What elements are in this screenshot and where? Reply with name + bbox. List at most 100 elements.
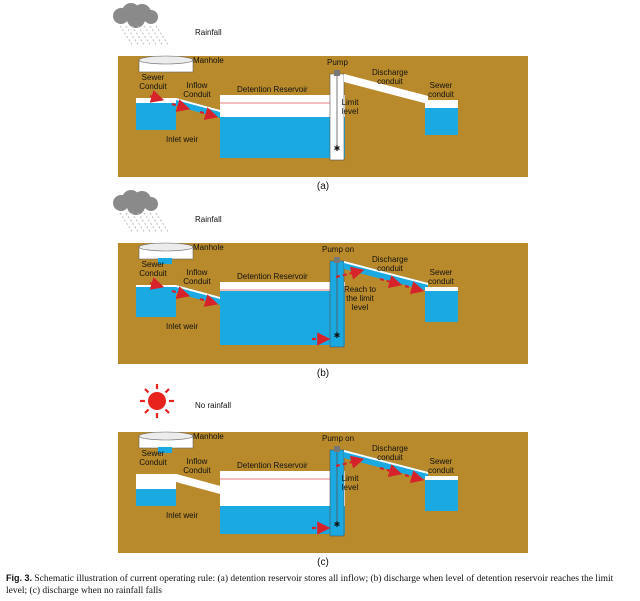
sun-ray (144, 388, 150, 394)
discharge-conduit-top (344, 450, 428, 474)
flow-arrow (171, 99, 191, 112)
manhole-label: Manhole (193, 56, 224, 65)
pump-label-line: Pump (327, 58, 348, 67)
detention-reservoir-label-line: Detention Reservoir (237, 85, 308, 94)
inflow-conduit-top (176, 474, 220, 488)
panel-sublabel-line: (c) (317, 557, 329, 568)
pump-head (334, 446, 340, 452)
left-sewer-label-line: Conduit (139, 269, 167, 278)
pump-head (334, 70, 340, 76)
reservoir-water (220, 117, 345, 158)
inlet-weir-label: Inlet weir (166, 511, 198, 520)
caption-text: Schematic illustration of current operat… (6, 574, 614, 596)
level-note-line: Limit (342, 98, 360, 107)
cloud-puff (144, 10, 158, 24)
right-sewer-label-line: Sewer (430, 457, 453, 466)
inlet-weir-label: Inlet weir (166, 322, 198, 331)
weather-label: Rainfall (195, 215, 222, 224)
discharge-conduit-label-line: conduit (377, 453, 404, 462)
pump-label: Pump on (322, 245, 354, 254)
rain-streak (137, 25, 152, 47)
flow-arrow (171, 286, 191, 299)
pump-label: Pump on (322, 434, 354, 443)
rain-streak (137, 212, 152, 234)
flow-arrow (379, 275, 403, 289)
discharge-conduit-label-line: conduit (377, 77, 404, 86)
rain-streak (143, 212, 158, 234)
inflow-conduit-label-line: Conduit (183, 277, 211, 286)
left-sewer-label-line: Sewer (142, 449, 165, 458)
inlet-weir-label-line: Inlet weir (166, 322, 198, 331)
reservoir-water (220, 506, 345, 534)
rain-streak (149, 25, 164, 47)
weather-label: Rainfall (195, 28, 222, 37)
discharge-conduit-top (344, 261, 428, 285)
right-sewer-water (425, 108, 458, 135)
left-sewer-water (136, 287, 176, 317)
manhole-label: Manhole (193, 243, 224, 252)
manhole-label-line: Manhole (193, 432, 224, 441)
discharge-conduit-top (344, 74, 428, 98)
rain-streak (125, 212, 140, 234)
right-sewer-label-line: Sewer (430, 268, 453, 277)
pump-impeller-icon: ✱ (334, 144, 341, 153)
rain-streak (149, 212, 164, 234)
right-sewer-label-line: conduit (428, 466, 455, 475)
flow-arrow (404, 470, 425, 484)
level-note-line: Reach to (344, 285, 377, 294)
manhole-water (158, 258, 172, 264)
left-sewer-water (136, 103, 176, 130)
left-sewer-label-line: Conduit (139, 458, 167, 467)
panel-sublabel-line: (b) (317, 368, 329, 379)
inflow-conduit-label-line: Inflow (187, 81, 208, 90)
flow-arrow (199, 294, 219, 307)
panel-sublabel: (b) (317, 368, 329, 379)
figure-caption: Fig. 3. Schematic illustration of curren… (6, 572, 634, 597)
sun-ray (164, 388, 170, 394)
weather-label-line: No rainfall (195, 401, 231, 410)
panel-sublabel: (c) (317, 557, 329, 568)
manhole-lid (138, 431, 194, 441)
level-note-line: the limit (346, 294, 374, 303)
left-sewer-label-line: Conduit (139, 82, 167, 91)
cloud-puff (127, 197, 145, 215)
sun-ray (164, 408, 170, 414)
inlet-weir-label: Inlet weir (166, 135, 198, 144)
manhole-label-line: Manhole (193, 243, 224, 252)
inflow-conduit-label-line: Inflow (187, 268, 208, 277)
flow-arrow (149, 90, 165, 103)
pump-head (334, 257, 340, 263)
flow-arrow (149, 277, 165, 290)
right-sewer-label-line: Sewer (430, 81, 453, 90)
rain-streak (131, 212, 146, 234)
right-sewer-water (425, 480, 458, 511)
flow-arrow (379, 464, 403, 478)
pump-impeller-icon: ✱ (334, 331, 341, 340)
manhole-label-line: Manhole (193, 56, 224, 65)
inflow-conduit-label-line: Conduit (183, 90, 211, 99)
detention-reservoir-label: Detention Reservoir (237, 85, 308, 94)
rain-cloud-icon (113, 3, 170, 47)
discharge-conduit-label-line: conduit (377, 264, 404, 273)
inflow-conduit-label-line: Inflow (187, 457, 208, 466)
rain-streak (119, 25, 134, 47)
pump-label-line: Pump on (322, 245, 354, 254)
left-sewer-label-line: Sewer (142, 260, 165, 269)
right-sewer-label-line: conduit (428, 277, 455, 286)
pump-impeller-icon: ✱ (334, 520, 341, 529)
panel-sublabel-line: (a) (317, 181, 329, 192)
flow-arrow (199, 107, 219, 120)
level-note-line: level (342, 483, 359, 492)
left-sewer-water (136, 489, 176, 506)
sun-icon (140, 384, 174, 418)
cloud-puff (144, 197, 158, 211)
